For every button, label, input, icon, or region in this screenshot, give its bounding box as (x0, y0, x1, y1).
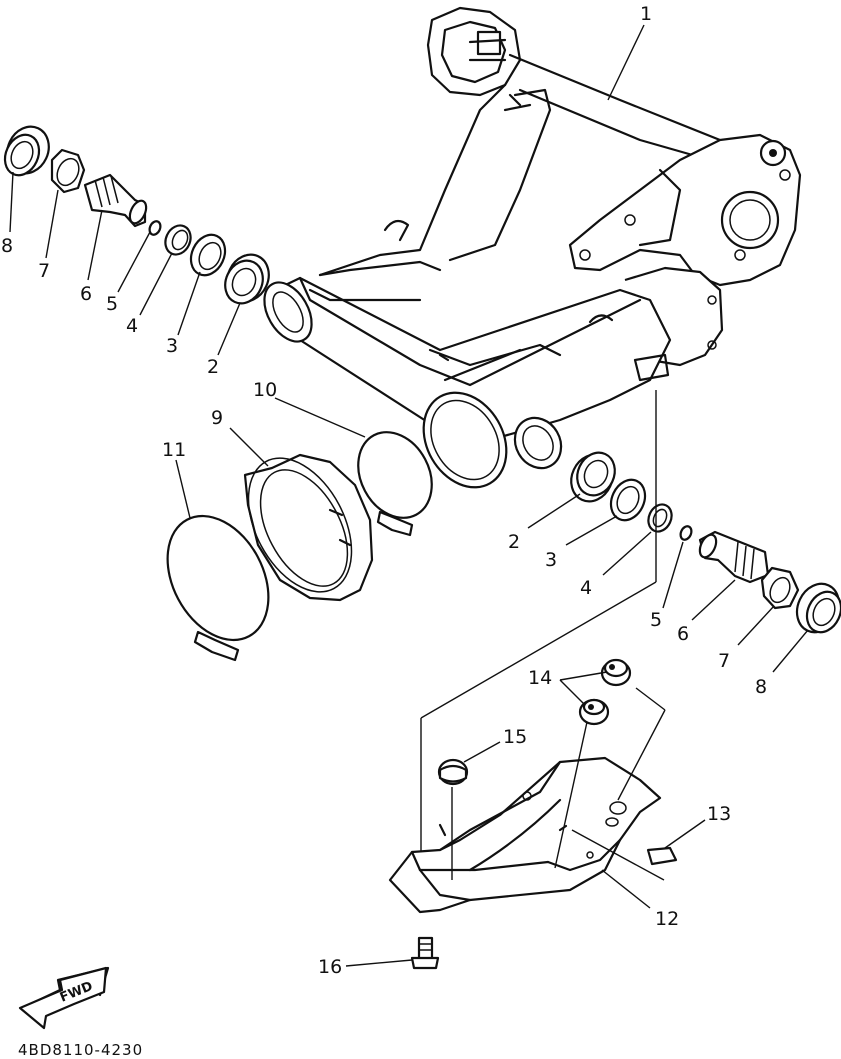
label-5-right: 5 (650, 609, 662, 631)
part-thrust-cover-left (3, 125, 50, 177)
leaders-9-10-11 (175, 397, 366, 519)
part-collar-right (647, 503, 673, 533)
label-15: 15 (503, 726, 527, 748)
part-grommet (554, 658, 666, 869)
part-bolt (345, 936, 440, 970)
part-pad (646, 819, 706, 866)
label-4-right: 4 (580, 577, 592, 599)
part-boot (243, 453, 374, 602)
part-thrust-cover-right (795, 582, 841, 634)
label-6-right: 6 (677, 623, 689, 645)
leader-1 (607, 24, 645, 101)
part-bearing-right (570, 451, 616, 503)
label-12: 12 (655, 908, 679, 930)
part-labels: 1 8 7 6 5 4 3 2 10 9 11 2 3 4 5 6 7 8 14… (1, 3, 767, 978)
part-pivot-shaft-left (83, 173, 148, 228)
label-2-right: 2 (508, 531, 520, 553)
label-2-left: 2 (207, 356, 219, 378)
label-4-left: 4 (126, 315, 138, 337)
part-swingarm (263, 6, 802, 489)
leader-12 (571, 829, 665, 909)
label-9: 9 (211, 407, 223, 429)
part-cap (437, 741, 501, 880)
label-13: 13 (707, 803, 731, 825)
leaders-right (527, 493, 809, 673)
leaders-left (9, 171, 241, 356)
part-nut-left (50, 148, 86, 194)
part-nut-right (760, 566, 800, 610)
label-14: 14 (528, 667, 552, 689)
part-guard (388, 756, 662, 914)
label-3-left: 3 (166, 335, 178, 357)
label-3-right: 3 (545, 549, 557, 571)
label-11: 11 (162, 439, 186, 461)
part-clamp-small (166, 514, 270, 662)
label-8-left: 8 (1, 235, 13, 257)
label-6-left: 6 (80, 283, 92, 305)
part-oil-seal-small-left (148, 220, 162, 236)
label-7-left: 7 (38, 260, 50, 282)
part-oil-seal-left (189, 233, 227, 277)
label-1: 1 (640, 3, 652, 25)
label-8-right: 8 (755, 676, 767, 698)
label-10: 10 (253, 379, 277, 401)
part-bearing-left (224, 253, 270, 305)
drawing-code: 4BD8110-4230 (18, 1041, 143, 1059)
part-oil-seal-right (609, 478, 647, 522)
part-clamp-large (357, 431, 433, 537)
part-pivot-shaft-right (698, 530, 770, 584)
part-oil-seal-small-right (679, 525, 693, 541)
label-7-right: 7 (718, 650, 730, 672)
label-16: 16 (318, 956, 342, 978)
part-collar-left (164, 224, 192, 256)
fwd-arrow-icon: FWD (18, 966, 110, 1030)
label-5-left: 5 (106, 293, 118, 315)
